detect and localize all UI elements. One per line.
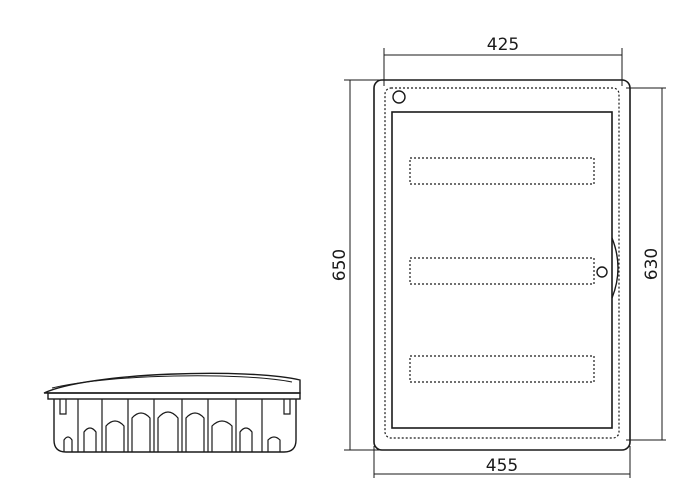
din-rail-slot-middle <box>409 257 595 285</box>
dimension-right-label: 630 <box>642 248 662 280</box>
dimension-top-label: 425 <box>487 35 519 55</box>
front-view <box>373 79 631 451</box>
side-view-body <box>53 399 297 453</box>
din-rail-slot-bottom <box>409 355 595 383</box>
dimension-left: 650 <box>330 79 380 451</box>
dimension-top: 425 <box>383 35 623 86</box>
side-view-lid <box>43 372 301 394</box>
screw-hole-icon <box>392 90 406 104</box>
door-handle <box>611 237 619 299</box>
side-view-rim <box>47 392 301 400</box>
front-view-door-window <box>391 111 613 429</box>
dimension-bottom: 455 <box>373 446 631 478</box>
din-rail-slot-top <box>409 157 595 185</box>
dimension-left-label: 650 <box>330 249 350 281</box>
lock-icon <box>596 266 608 278</box>
front-view-enclosure <box>373 79 631 451</box>
front-view-dotted-border <box>384 87 620 439</box>
side-view-knockouts <box>59 399 291 452</box>
dimension-bottom-label: 455 <box>486 456 518 476</box>
dimension-right: 630 <box>626 87 666 441</box>
side-view <box>43 372 301 453</box>
